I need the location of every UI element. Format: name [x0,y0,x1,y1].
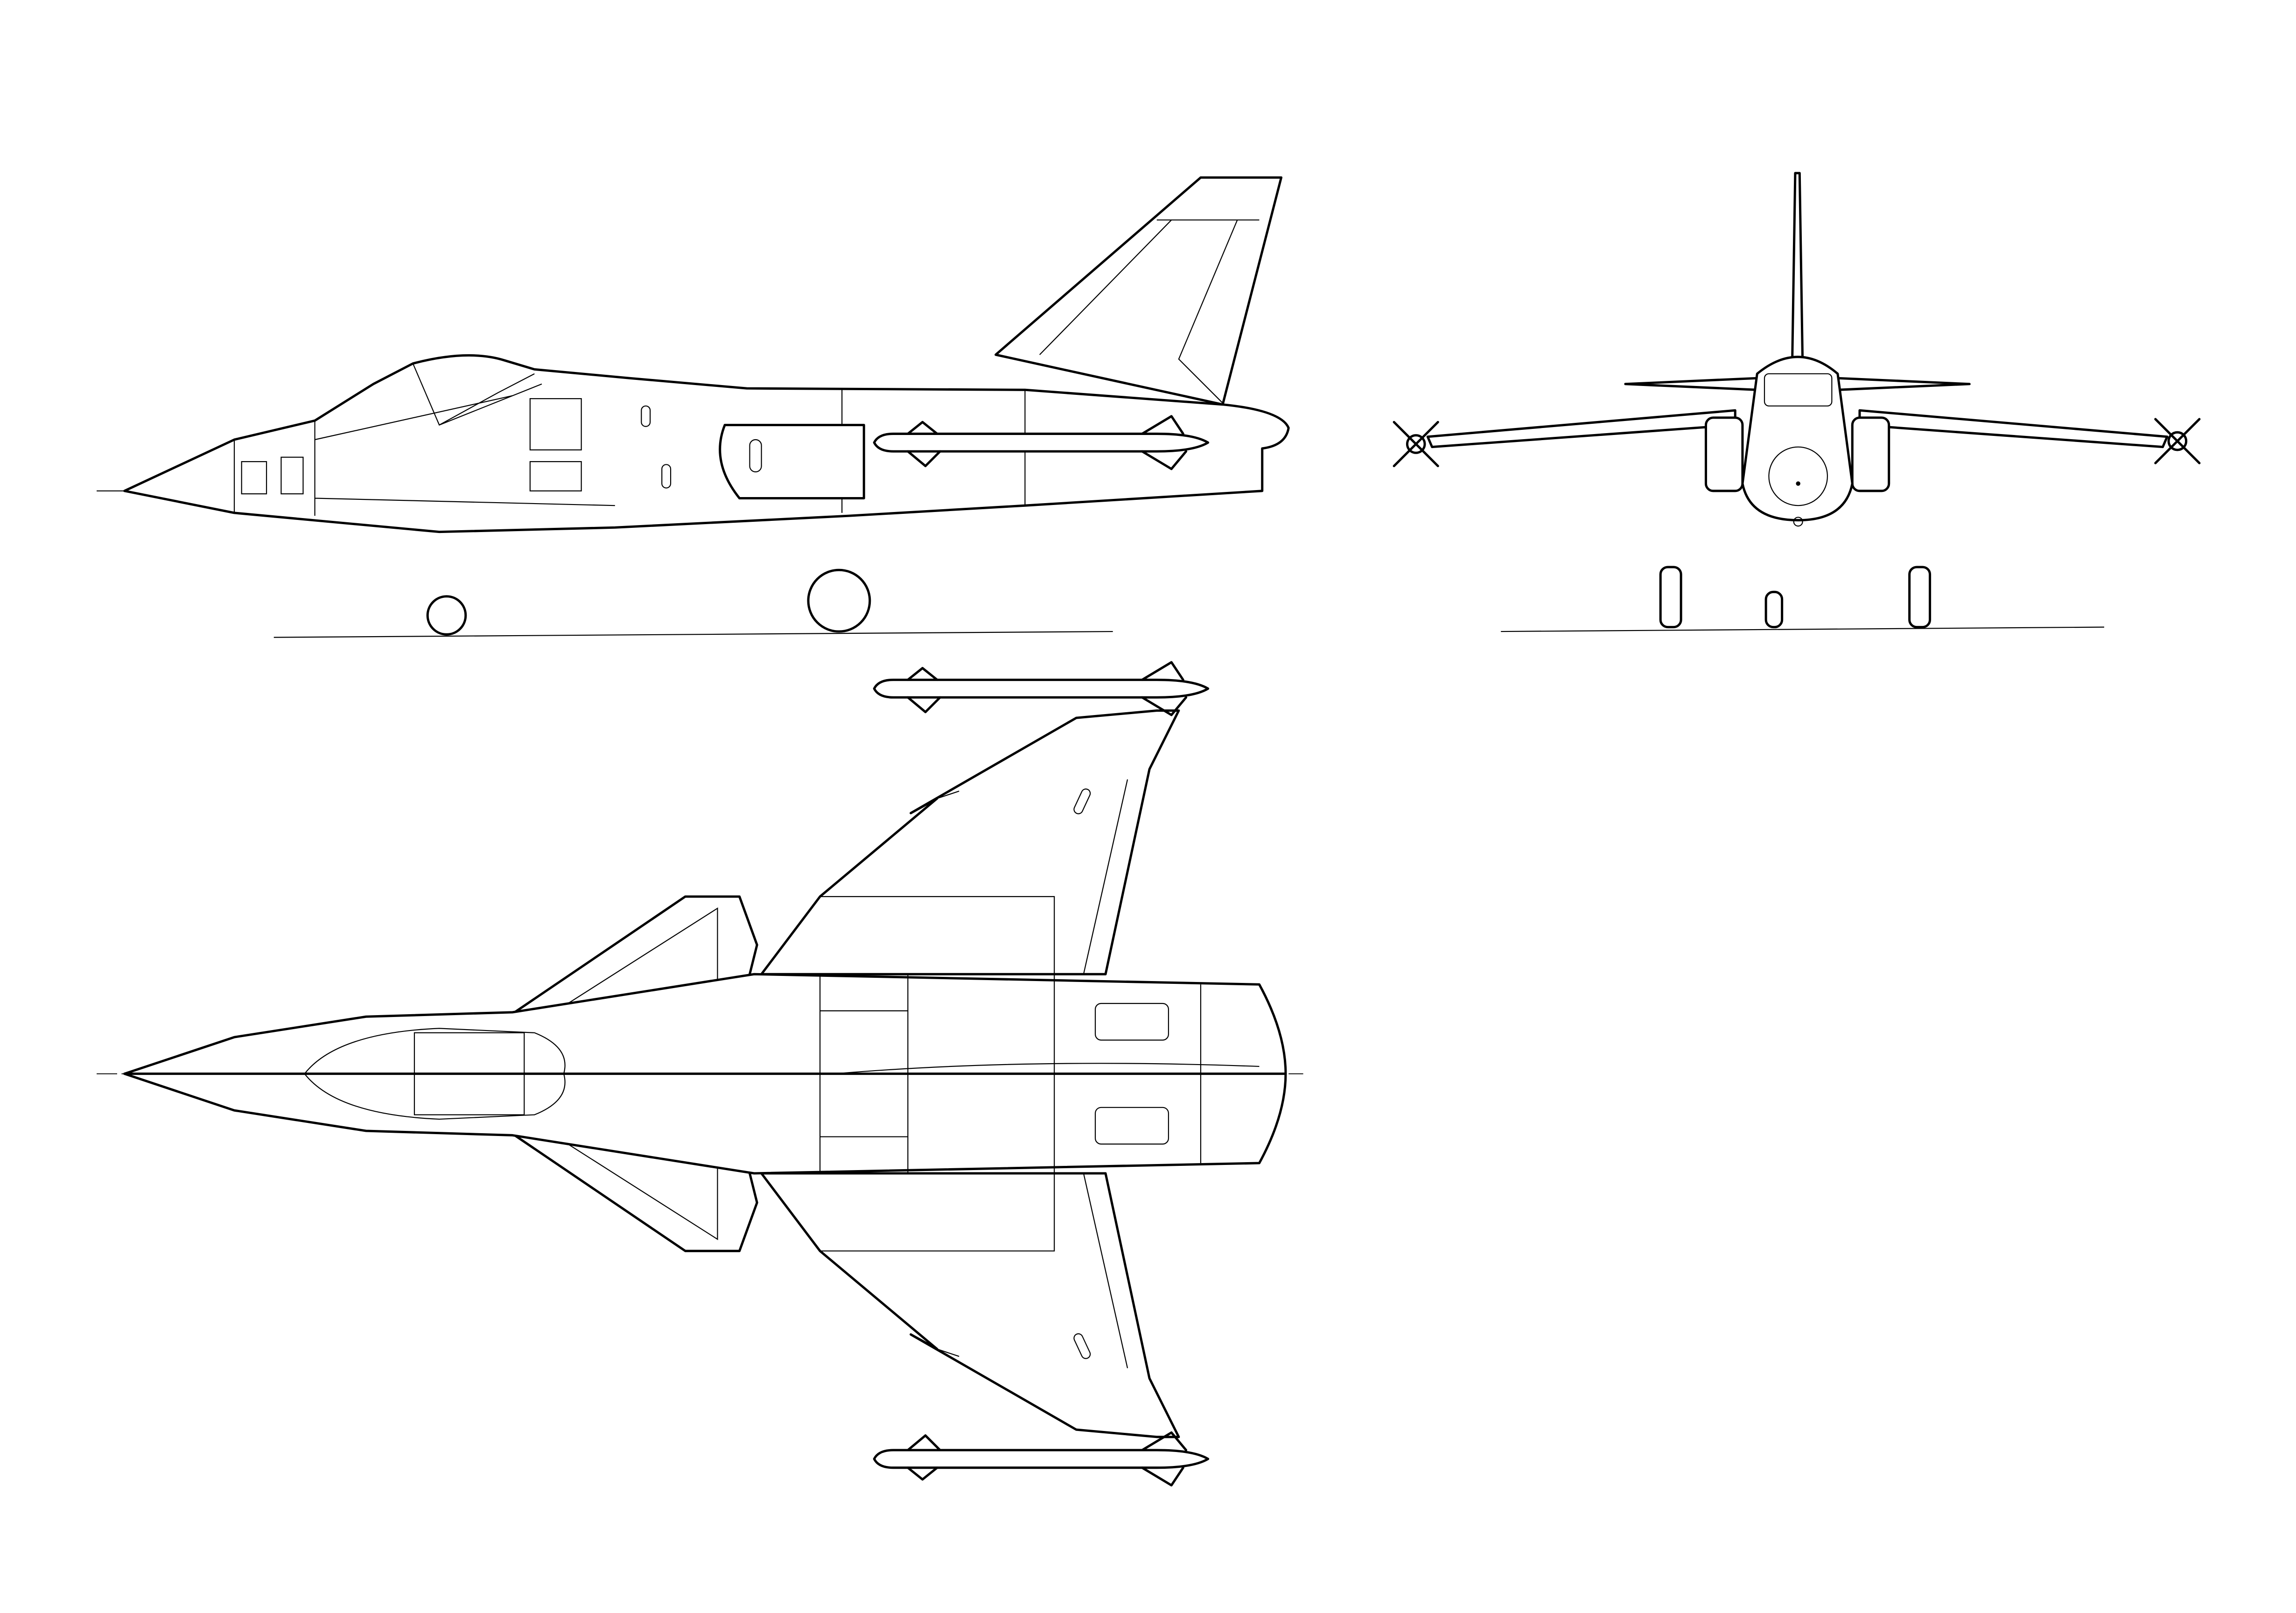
front-ground-line [1501,626,2104,632]
main-wheel [807,568,871,633]
top-half [123,661,1287,1075]
top-wing [760,709,1180,975]
front-nose-gear [1764,590,1784,629]
top-fuselage-half [123,973,1287,1075]
front-main-gear-left [1659,566,1682,629]
top-view [97,661,1303,1485]
front-wing-right [1858,409,2169,449]
side-intake [719,424,865,500]
front-intake-left [1704,416,1744,492]
front-main-gear-right [1908,566,1932,629]
nose-wheel [426,595,467,636]
front-view [1393,172,2201,632]
side-ground-line [273,631,1113,638]
front-fuselage [1741,356,1854,522]
front-intake-right [1851,416,1890,492]
top-missile [873,661,1210,716]
side-missile [873,415,1210,470]
side-view [97,176,1290,638]
wingtip-missile-left [1393,421,1439,467]
front-tail-fin [1791,172,1804,360]
side-tail-fin [994,176,1283,406]
side-fuselage [123,354,1290,533]
front-wing-left [1426,409,1736,449]
wingtip-missile-right [2154,418,2201,464]
